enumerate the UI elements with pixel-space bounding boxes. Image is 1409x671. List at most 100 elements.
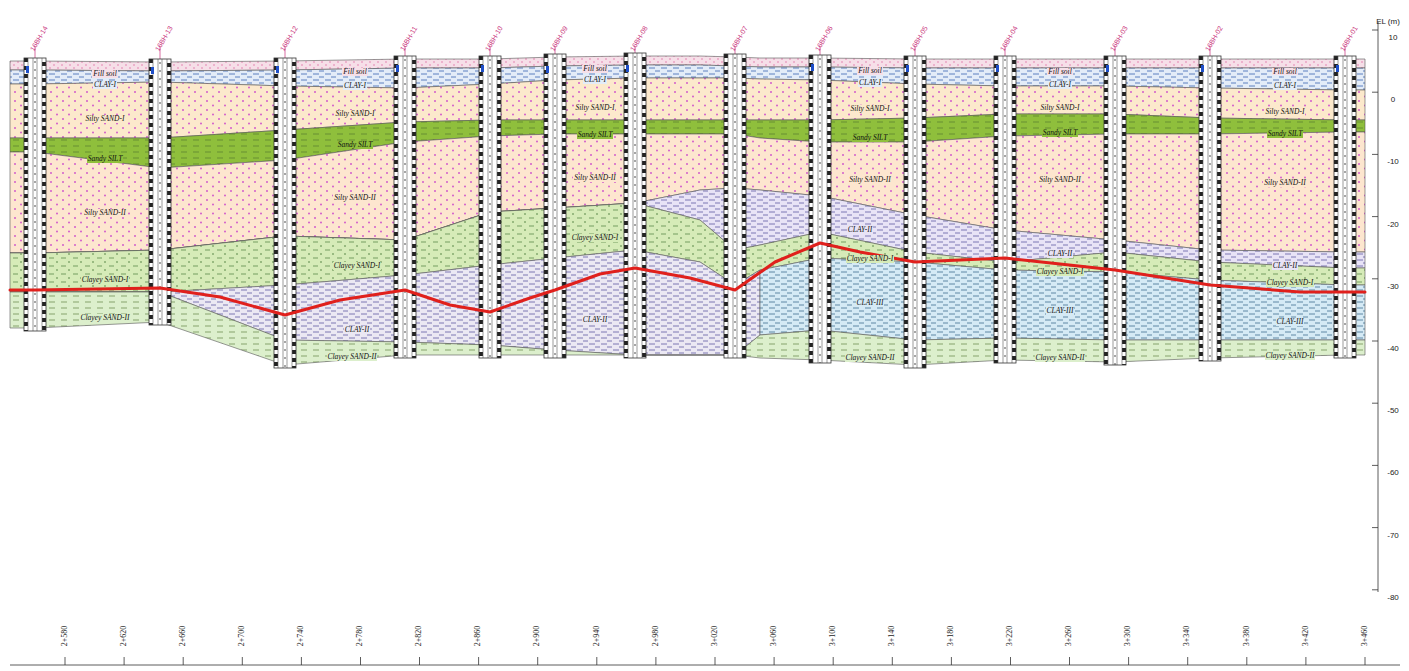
layer-label: CLAY-III <box>856 299 885 307</box>
chainage-label: 2+900 <box>534 626 542 647</box>
layer-label: Sandy SILT <box>852 134 889 142</box>
label-holder: -40 <box>1387 337 1399 355</box>
label-holder: 16BH-06 <box>810 27 838 45</box>
layer-label: Silty SAND-II <box>848 176 891 184</box>
layer-label: Sandy SILT <box>87 155 124 163</box>
water-level-mark <box>906 65 909 72</box>
layer-label-holder: Clayey SAND-I <box>846 247 894 265</box>
layer-label-holder: CLAY-II <box>1047 242 1073 260</box>
layer-label: Sandy SILT <box>337 141 374 149</box>
label-holder: 3+100 <box>823 624 844 642</box>
layer-label: Clayey SAND-I <box>846 255 894 263</box>
borehole-id: 16BH-09 <box>549 24 569 51</box>
layer-label: Clayey SAND-II <box>845 354 896 362</box>
label-holder: 16BH-10 <box>480 27 508 45</box>
chainage-label: 2+700 <box>238 626 246 647</box>
label-holder: 3+140 <box>882 624 903 642</box>
layer-label-holder: Silty SAND-II <box>573 166 616 184</box>
axis-title: EL (m) <box>1376 18 1400 26</box>
borehole-column <box>809 55 831 363</box>
label-holder: -50 <box>1387 399 1399 417</box>
water-level-mark <box>1106 65 1109 72</box>
label-holder: 16BH-03 <box>1105 27 1133 45</box>
elevation-tick-label: -60 <box>1387 469 1399 477</box>
layer-label: CLAY-I <box>858 79 882 87</box>
chainage-label: 3+020 <box>711 626 719 647</box>
chainage-label: 2+620 <box>120 626 128 647</box>
borehole-column <box>149 59 171 325</box>
water-level-mark <box>1201 65 1204 72</box>
layer-label-holder: Fill soil <box>1272 60 1298 78</box>
borehole-log <box>1199 56 1221 361</box>
layer-label: Silty SAND-II <box>573 174 616 182</box>
water-level-mark <box>626 65 629 72</box>
layer-label-holder: Clayey SAND-II <box>1035 346 1086 364</box>
layer-label: Clayey SAND-II <box>1265 352 1316 360</box>
borehole-log <box>274 58 296 368</box>
chainage-label: 2+820 <box>416 626 424 647</box>
label-holder: 2+940 <box>587 624 608 642</box>
label-holder: 2+780 <box>350 624 371 642</box>
water-level-mark <box>276 66 279 73</box>
layer-label-holder: Silty SAND-II <box>333 186 376 204</box>
label-holder: 16BH-02 <box>1200 27 1228 45</box>
label-holder: 2+860 <box>468 624 489 642</box>
layer-label: Clayey SAND-II <box>80 314 131 322</box>
layer-label: Fill soil <box>1047 68 1073 76</box>
layer-label-holder: CLAY-III <box>1276 310 1305 328</box>
label-holder: -70 <box>1387 524 1399 542</box>
elevation-tick-label: -10 <box>1387 158 1399 166</box>
label-holder: 2+700 <box>232 624 253 642</box>
borehole-id: 16BH-08 <box>629 24 649 51</box>
chainage-label: 3+060 <box>770 626 778 647</box>
layer-label-holder: Fill soil <box>582 57 608 75</box>
chainage-label: 3+380 <box>1243 626 1251 647</box>
label-holder: 3+180 <box>941 624 962 642</box>
chainage-label: 3+460 <box>1361 626 1369 647</box>
layer-hatch <box>760 258 1365 340</box>
layer-label: Clayey SAND-II <box>1035 354 1086 362</box>
layer-label-holder: Silty SAND-II <box>848 168 891 186</box>
layer-label-holder: Clayey SAND-II <box>1265 344 1316 362</box>
layer-label-holder: CLAY-II <box>582 308 608 326</box>
layer-label-holder: Clayey SAND-I <box>81 268 129 286</box>
layer-label: Silty SAND-II <box>83 209 126 217</box>
borehole-log <box>809 55 831 363</box>
label-holder: 3+460 <box>1355 624 1376 642</box>
layer-label-holder: Silty SAND-II <box>1038 168 1081 186</box>
layer-label-holder: Sandy SILT <box>577 123 614 141</box>
borehole-column <box>1334 56 1356 358</box>
chainage-label: 3+260 <box>1066 626 1074 647</box>
label-holder: 16BH-04 <box>995 27 1023 45</box>
chainage-label: 2+660 <box>179 626 187 647</box>
label-holder: 2+900 <box>527 624 548 642</box>
borehole-log <box>149 59 171 325</box>
layer-label: Silty SAND-I <box>1265 108 1306 116</box>
layer-label-holder: CLAY-III <box>856 291 885 309</box>
borehole-column <box>624 53 646 358</box>
layer-label-holder: Clayey SAND-I <box>1266 271 1314 289</box>
chainage-label: 3+180 <box>947 626 955 647</box>
layer-label-holder: CLAY-I <box>343 74 367 92</box>
layer-label: CLAY-II <box>582 316 608 324</box>
label-holder: 16BH-11 <box>395 27 422 45</box>
borehole-id: 16BH-12 <box>279 24 299 51</box>
layer-label: Silty SAND-I <box>850 105 891 113</box>
layer-label-holder: Fill soil <box>92 62 118 80</box>
layer-label: Sandy SILT <box>1267 130 1304 138</box>
layer-label: Clayey SAND-I <box>81 276 129 284</box>
layer-label: Sandy SILT <box>1042 129 1079 137</box>
label-holder: 16BH-07 <box>725 27 753 45</box>
layer-fill <box>10 203 1365 292</box>
layer-label-holder: Sandy SILT <box>337 133 374 151</box>
layer-label: CLAY-II <box>847 226 873 234</box>
layer-label: Silty SAND-I <box>1040 104 1081 112</box>
layer-label: CLAY-I <box>93 81 117 89</box>
label-holder: 3+300 <box>1118 624 1139 642</box>
borehole-id: 16BH-02 <box>1204 24 1224 51</box>
